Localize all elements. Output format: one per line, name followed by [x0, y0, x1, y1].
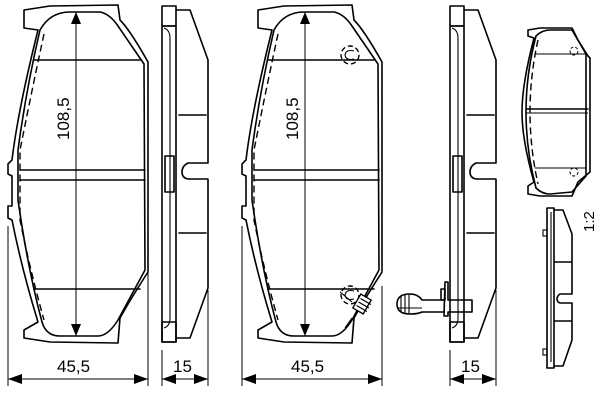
scale-label: 1:2: [581, 211, 598, 232]
pad-1-height-label: 108,5: [54, 97, 73, 140]
pad-1-thickness-label: 15: [173, 357, 192, 376]
detail-side-small-view: 1:2: [542, 207, 598, 369]
wear-indicator-side-icon: [396, 281, 473, 317]
rivet-mark-icon: [340, 45, 360, 65]
pad-2-front-view: 108,5 45,5: [241, 4, 383, 386]
pad-1-side-view: 15: [161, 5, 209, 386]
pad-1-width-label: 45,5: [57, 357, 90, 376]
wear-indicator-clip-icon: [339, 285, 373, 329]
detail-front-small-view: [521, 27, 591, 197]
pad-2-side-view: 15: [396, 5, 497, 386]
pad-2-thickness-label: 15: [461, 357, 480, 376]
pad-1-front-view: 108,5 45,5: [7, 4, 149, 386]
pad-2-width-label: 45,5: [291, 357, 324, 376]
pad-2-height-label: 108,5: [283, 97, 302, 140]
